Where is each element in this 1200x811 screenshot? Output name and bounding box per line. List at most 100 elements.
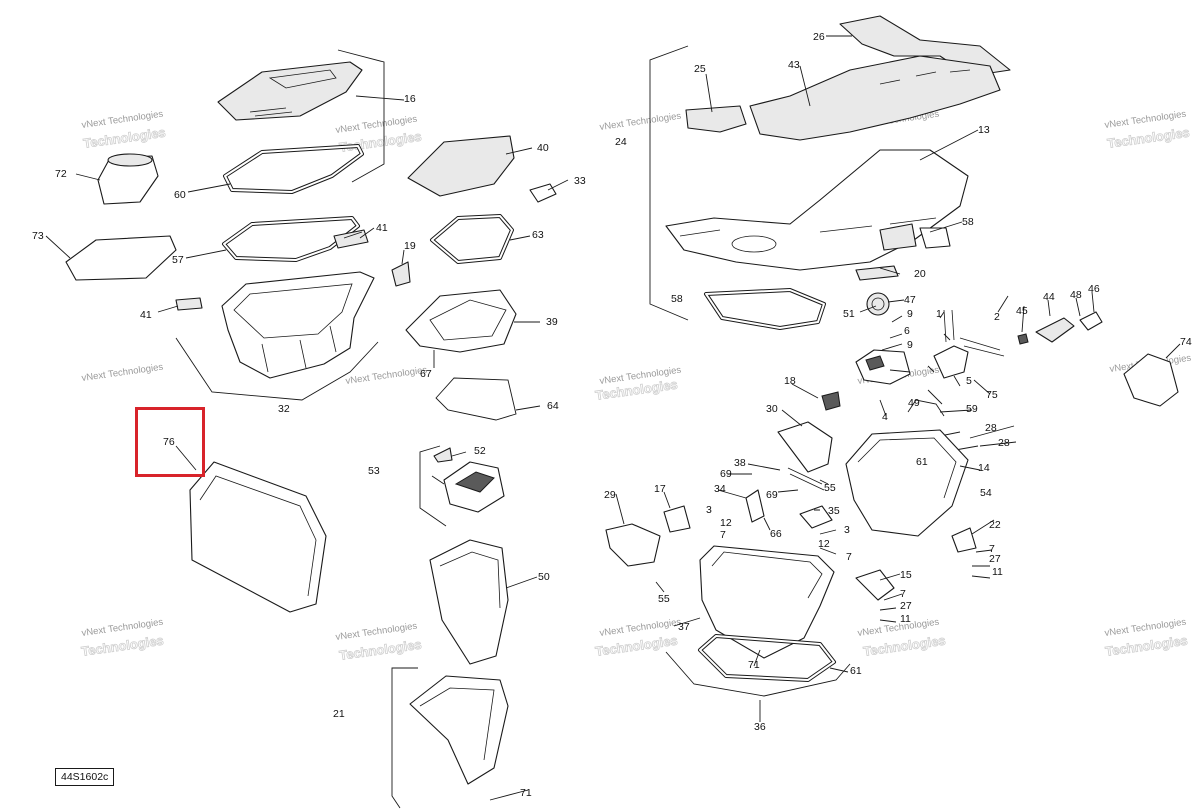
callout-54: 54 — [980, 487, 992, 499]
callout-61: 61 — [850, 665, 862, 677]
inner-bins — [391, 539, 509, 809]
callout-76: 76 — [163, 436, 175, 448]
compartment-lid-part — [407, 135, 515, 197]
hatch-58-part — [919, 227, 951, 249]
callout-38: 38 — [734, 457, 746, 469]
seal-part — [430, 214, 514, 264]
tray-14-part — [845, 429, 969, 537]
callout-58: 58 — [962, 216, 974, 228]
callout-33: 33 — [574, 175, 586, 187]
callout-45: 45 — [1016, 305, 1028, 317]
bracket-5-part — [933, 345, 969, 379]
callout-6: 6 — [904, 325, 910, 337]
callout-43: 43 — [788, 59, 800, 71]
callout-50: 50 — [538, 571, 550, 583]
callout-15: 15 — [900, 569, 912, 581]
callout-14: 14 — [978, 462, 990, 474]
watermark-text: vNext Technologies — [599, 111, 682, 133]
callout-53: 53 — [368, 465, 380, 477]
deck-part — [665, 149, 969, 271]
spring-38-part — [787, 467, 825, 491]
callout-13: 13 — [978, 124, 990, 136]
callout-59: 59 — [966, 403, 978, 415]
callout-41: 41 — [140, 309, 152, 321]
callout-30: 30 — [766, 403, 778, 415]
mat-25-part — [685, 105, 747, 133]
callout-47: 47 — [904, 294, 916, 306]
callout-61: 61 — [916, 456, 928, 468]
storage-bin-assembly — [65, 49, 385, 401]
switch-46-part — [1079, 311, 1103, 331]
latch-mechanism — [605, 292, 1179, 601]
callout-1: 1 — [936, 308, 942, 320]
callout-71: 71 — [520, 787, 532, 799]
callout-71: 71 — [748, 659, 760, 671]
callout-44: 44 — [1043, 291, 1055, 303]
watermark-text: vNext Technologies — [345, 365, 428, 387]
lever-15-part — [855, 569, 895, 601]
housing-30-part — [777, 421, 833, 473]
callout-7: 7 — [900, 588, 906, 600]
bracket-35-part — [799, 505, 833, 529]
switch-44-part — [1035, 317, 1075, 343]
cover-part — [65, 235, 177, 281]
callout-21: 21 — [333, 708, 345, 720]
callout-41: 41 — [376, 222, 388, 234]
module-74-part — [1123, 353, 1179, 407]
watermark-text: vNext Technologies — [81, 362, 164, 384]
callout-74: 74 — [1180, 336, 1192, 348]
clip-part — [175, 297, 203, 311]
callout-32: 32 — [278, 403, 290, 415]
callout-25: 25 — [694, 63, 706, 75]
clip-18-part — [821, 391, 841, 411]
frame-part — [405, 289, 517, 353]
bracket-17-part — [663, 505, 691, 533]
callout-18: 18 — [784, 375, 796, 387]
callout-63: 63 — [532, 229, 544, 241]
storage-bin-part — [221, 271, 375, 379]
center-left-parts — [391, 135, 557, 421]
callout-75: 75 — [986, 389, 998, 401]
callout-40: 40 — [537, 142, 549, 154]
callout-55: 55 — [824, 482, 836, 494]
plate-20-part — [855, 265, 899, 281]
callout-16: 16 — [404, 93, 416, 105]
callout-55: 55 — [658, 593, 670, 605]
callout-49: 49 — [908, 397, 920, 409]
highlight-box — [135, 407, 205, 477]
callout-36: 36 — [754, 721, 766, 733]
bin-36-assembly — [665, 545, 851, 697]
callout-5: 5 — [966, 375, 972, 387]
callout-73: 73 — [32, 230, 44, 242]
callout-11: 11 — [900, 613, 911, 625]
callout-12: 12 — [720, 517, 732, 529]
inner-bin-part — [429, 539, 509, 665]
callout-9: 9 — [907, 339, 913, 351]
callout-67: 67 — [420, 368, 432, 380]
callout-11: 11 — [992, 566, 1003, 578]
callout-3: 3 — [844, 524, 850, 536]
callout-26: 26 — [813, 31, 825, 43]
latch-part — [529, 183, 557, 203]
bracket-22-part — [951, 527, 977, 553]
callout-57: 57 — [172, 254, 184, 266]
callout-27: 27 — [989, 553, 1001, 565]
callout-29: 29 — [604, 489, 616, 501]
callout-19: 19 — [404, 240, 416, 252]
storage-lid-part — [217, 61, 363, 121]
inner-bin-part — [409, 675, 509, 785]
callout-7: 7 — [720, 529, 726, 541]
callout-58: 58 — [671, 293, 683, 305]
callout-52: 52 — [474, 445, 486, 457]
callout-20: 20 — [914, 268, 926, 280]
lower-bin-part — [699, 545, 835, 659]
leader-lines — [45, 35, 1181, 801]
callout-35: 35 — [828, 505, 840, 517]
spring-disc-part — [866, 292, 890, 316]
callout-64: 64 — [547, 400, 559, 412]
callout-34: 34 — [714, 483, 726, 495]
callout-27: 27 — [900, 600, 912, 612]
callout-28: 28 — [985, 422, 997, 434]
callout-12: 12 — [818, 538, 830, 550]
drawing-code-label: 44S1602c — [55, 768, 115, 786]
